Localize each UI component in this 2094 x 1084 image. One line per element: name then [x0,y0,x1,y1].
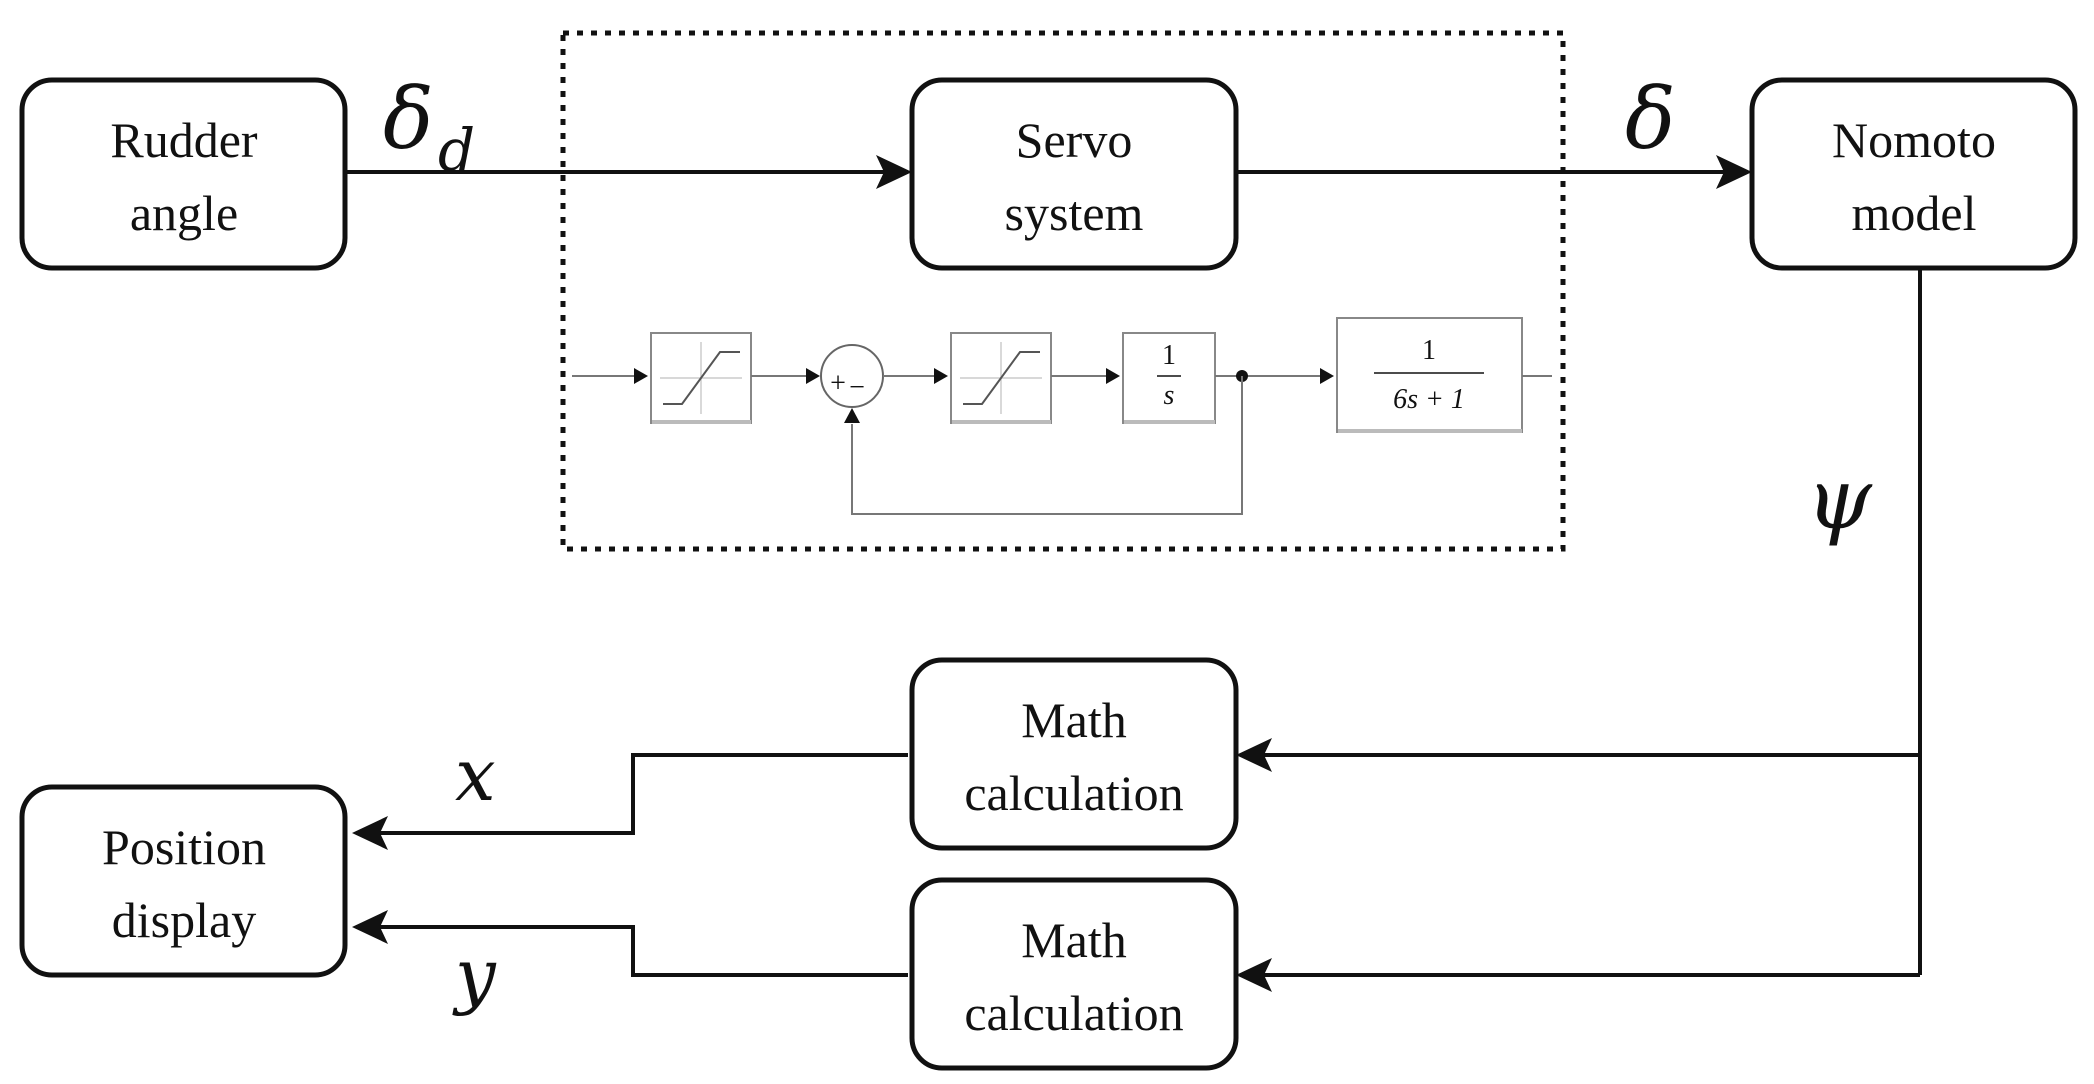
servo-system-block: Servo system [909,77,1239,271]
position-display-line1: Position [102,819,266,875]
transfer-function-block: 1 6s + 1 [1336,317,1523,433]
tf-denominator: 6s + 1 [1393,384,1465,415]
nomoto-model-line1: Nomoto [1832,112,1996,168]
servo-internal-diagram: + − 1 s [572,317,1552,515]
psi-label: ψ [1806,450,1873,548]
rudder-angle-block: Rudder angle [19,77,348,271]
sum-minus: − [849,372,865,403]
delta-d-label: δ d [383,70,475,184]
math-bottom-to-display-arrowhead [352,910,388,944]
math-top-to-display-line [356,753,908,835]
rudder-angle-line2: angle [130,185,238,241]
integrator-denominator: s [1164,380,1175,411]
position-display-block: Position display [19,784,348,978]
saturation-block-1 [650,332,752,424]
servo-region-border [560,30,1566,552]
math-calculation-top-block: Math calculation [909,657,1239,851]
psi-to-math-top-arrowhead [1236,738,1272,772]
integrator-block: 1 s [1122,332,1216,424]
x-label: x [455,733,496,817]
rudder-to-servo-arrowhead [876,155,912,189]
servo-feedback-line [851,376,1243,515]
rudder-angle-line1: Rudder [110,112,258,168]
math-calc-top-line1: Math [1021,692,1127,748]
math-calc-bottom-line2: calculation [964,985,1183,1041]
math-top-to-display-arrowhead [352,816,388,850]
position-display-line2: display [112,892,256,948]
tf-numerator: 1 [1422,335,1436,366]
servo-to-nomoto-arrowhead [1716,155,1752,189]
sum-junction: + − [820,344,884,408]
integrator-numerator: 1 [1162,340,1176,371]
math-calculation-bottom-block: Math calculation [909,877,1239,1071]
nomoto-model-line2: model [1852,185,1977,241]
servo-system-line1: Servo [1016,112,1133,168]
nomoto-model-block: Nomoto model [1749,77,2078,271]
delta-d-subscript: d [438,116,475,184]
math-bottom-to-display-line [356,925,908,977]
math-calc-bottom-line1: Math [1021,912,1127,968]
y-label: y [452,933,497,1017]
servo-system-line2: system [1005,185,1144,241]
saturation-block-2 [950,332,1052,424]
math-calc-top-line2: calculation [964,765,1183,821]
delta-label: δ [1625,70,1676,168]
psi-to-math-bottom-arrowhead [1236,958,1272,992]
sum-plus: + [830,368,846,399]
delta-d-base: δ [383,70,434,168]
